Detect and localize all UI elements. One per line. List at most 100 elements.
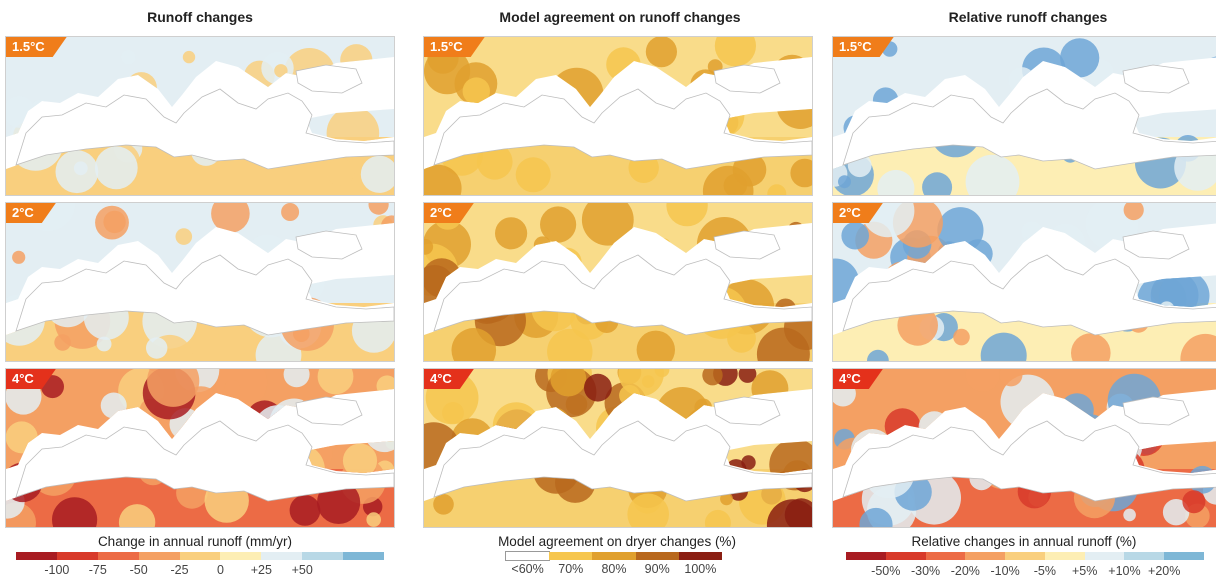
map-cell [540, 206, 577, 243]
map-cell [1070, 333, 1111, 361]
map-cell [965, 154, 1020, 195]
legend-title-agreement: Model agreement on dryer changes (%) [498, 534, 736, 549]
legend-tick-label: 0 [216, 563, 224, 577]
map-cell [953, 328, 970, 346]
map-cell [433, 494, 454, 515]
mediterranean-sea [15, 254, 394, 336]
map-cell [462, 77, 490, 105]
legend-swatch [97, 552, 139, 560]
map-cell [702, 369, 723, 386]
black-sea [1122, 230, 1190, 260]
legend-swatch [1044, 552, 1085, 560]
map-cell [618, 369, 664, 397]
column-title-agreement: Model agreement on runoff changes [499, 9, 741, 25]
map-cell [867, 349, 889, 361]
mediterranean-sea [15, 88, 394, 170]
legend-title-runoff: Change in annual runoff (mm/yr) [97, 534, 293, 549]
map-cell [657, 238, 671, 252]
map-svg [424, 369, 812, 527]
warming-level-badge: 1.5°C [833, 37, 894, 57]
legend-swatch [179, 552, 221, 560]
legend-swatch [885, 552, 926, 560]
map-cell [627, 493, 669, 527]
map-cell [283, 369, 310, 388]
legend-tick-label: -50 [129, 563, 148, 577]
map-svg [833, 37, 1216, 195]
map-cell [606, 47, 641, 82]
map-cell [424, 164, 462, 195]
legend-tick-label: 80% [601, 562, 627, 576]
map-svg [833, 203, 1216, 361]
map-panel-relative-row3: 4°C [832, 368, 1216, 528]
legend-swatch [1164, 552, 1205, 560]
map-cell [1188, 402, 1216, 443]
map-svg [6, 203, 394, 361]
map-cell [980, 332, 1027, 361]
map-cell [317, 369, 354, 395]
black-sea [713, 396, 781, 426]
map-cell [1060, 393, 1094, 427]
map-cell [838, 175, 851, 189]
legend-tick-label: 100% [684, 562, 717, 576]
map-cell [1180, 333, 1216, 361]
legend-swatch [965, 552, 1006, 560]
legend-swatch [592, 552, 636, 560]
map-cell [224, 379, 241, 396]
black-sea [713, 230, 781, 260]
map-cell [694, 398, 712, 417]
map-cell [787, 221, 805, 240]
map-cell [366, 512, 382, 527]
map-cell [533, 236, 552, 254]
legend-tick-label: +20% [1148, 564, 1181, 578]
legend-swatch [220, 552, 262, 560]
map-panel-relative-row1: 1.5°C [832, 36, 1216, 196]
map-cell [96, 336, 112, 352]
map-cell [156, 420, 169, 433]
map-cell [1199, 56, 1216, 96]
legend-tick-label: 90% [644, 562, 670, 576]
legend-swatch [56, 552, 98, 560]
legend-swatch [138, 552, 180, 560]
legend-swatch [1084, 552, 1125, 560]
black-sea [1122, 64, 1190, 94]
legend-tick-label: <60% [511, 562, 544, 576]
map-cell [877, 169, 915, 195]
black-sea [295, 230, 363, 260]
map-cell [55, 150, 99, 194]
map-cell [100, 392, 127, 419]
map-cell [147, 369, 200, 407]
map-cell [1182, 490, 1206, 514]
map-cell [790, 158, 812, 188]
legend-swatch [302, 552, 344, 560]
map-cell [326, 158, 355, 186]
map-cell [175, 228, 193, 245]
warming-level-badge: 2°C [6, 203, 56, 223]
warming-level-badge: 1.5°C [424, 37, 485, 57]
map-cell [274, 64, 288, 78]
map-cell [738, 369, 757, 383]
map-panel-runoff-row1: 1.5°C [5, 36, 395, 196]
map-panel-relative-row2: 2°C [832, 202, 1216, 362]
map-cell [289, 495, 321, 526]
map-cell [1162, 499, 1190, 526]
column-title-runoff: Runoff changes [147, 9, 253, 25]
map-cell [6, 502, 37, 527]
map-cell [581, 203, 634, 246]
column-title-relative: Relative runoff changes [948, 9, 1108, 25]
map-cell [800, 225, 812, 246]
map-cell [54, 334, 71, 351]
legend-swatch [343, 552, 385, 560]
map-cell [281, 203, 300, 221]
legend-tick-label: -30% [910, 564, 941, 578]
map-cell [547, 328, 593, 361]
mediterranean-sea [842, 420, 1216, 502]
legend-swatch [261, 552, 303, 560]
map-cell [772, 54, 812, 94]
map-panel-runoff-row2: 2°C [5, 202, 395, 362]
warming-level-badge: 4°C [6, 369, 56, 389]
map-cell [859, 507, 893, 527]
map-cell [368, 203, 389, 215]
map-cell [767, 184, 787, 195]
map-svg [6, 369, 394, 527]
map-cell [182, 50, 196, 64]
